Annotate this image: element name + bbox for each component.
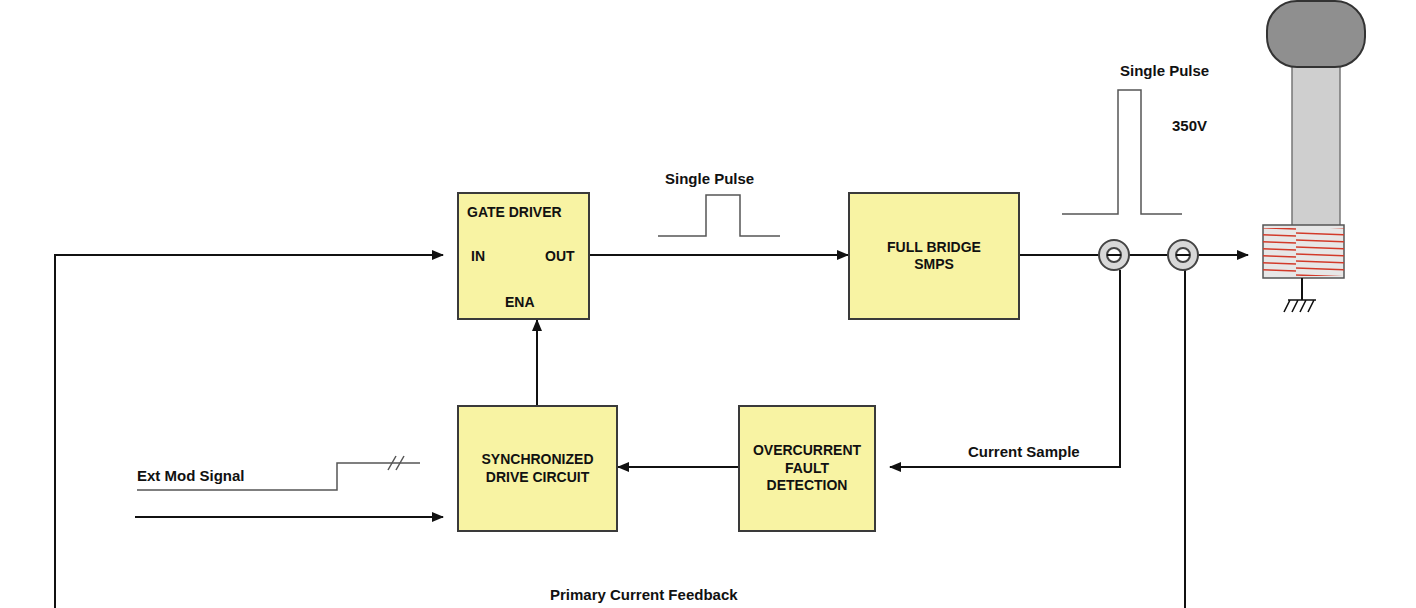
current-transformer	[1099, 240, 1129, 270]
pulse-waveform	[1062, 90, 1182, 214]
current-transformer	[1168, 240, 1198, 270]
process-box: OVERCURRENT FAULT DETECTION	[738, 405, 876, 532]
signal-label: Ext Mod Signal	[137, 467, 245, 484]
signal-label: Current Sample	[968, 443, 1080, 460]
signal-arrow	[536, 320, 538, 405]
ground-symbol	[1284, 300, 1316, 312]
signal-label: Primary Current Feedback	[550, 586, 738, 603]
gate-driver-box: GATE DRIVER IN OUT ENA	[457, 192, 590, 320]
step-waveform	[137, 463, 420, 490]
break-mark	[388, 456, 404, 470]
pulse-waveform	[658, 195, 780, 236]
tesla-coil	[1263, 1, 1365, 312]
port-label: IN	[471, 248, 485, 266]
process-box: SYNCHRONIZED DRIVE CIRCUIT	[457, 405, 618, 532]
signal-arrow	[590, 254, 848, 256]
port-label: OUT	[545, 248, 575, 266]
signal-label: Single Pulse	[665, 170, 754, 187]
signal-label: Single Pulse	[1120, 62, 1209, 79]
output-wire	[1020, 254, 1248, 256]
box-title: GATE DRIVER	[467, 204, 562, 222]
signal-arrow	[618, 466, 738, 468]
process-box: FULL BRIDGE SMPS	[848, 192, 1020, 320]
voltage-label: 350V	[1172, 117, 1207, 134]
box-label: SYNCHRONIZED DRIVE CIRCUIT	[473, 451, 603, 486]
box-label: FULL BRIDGE SMPS	[879, 239, 989, 274]
port-label: ENA	[505, 294, 535, 312]
ext-mod-wire	[135, 516, 443, 518]
box-label: OVERCURRENT FAULT DETECTION	[748, 442, 866, 495]
